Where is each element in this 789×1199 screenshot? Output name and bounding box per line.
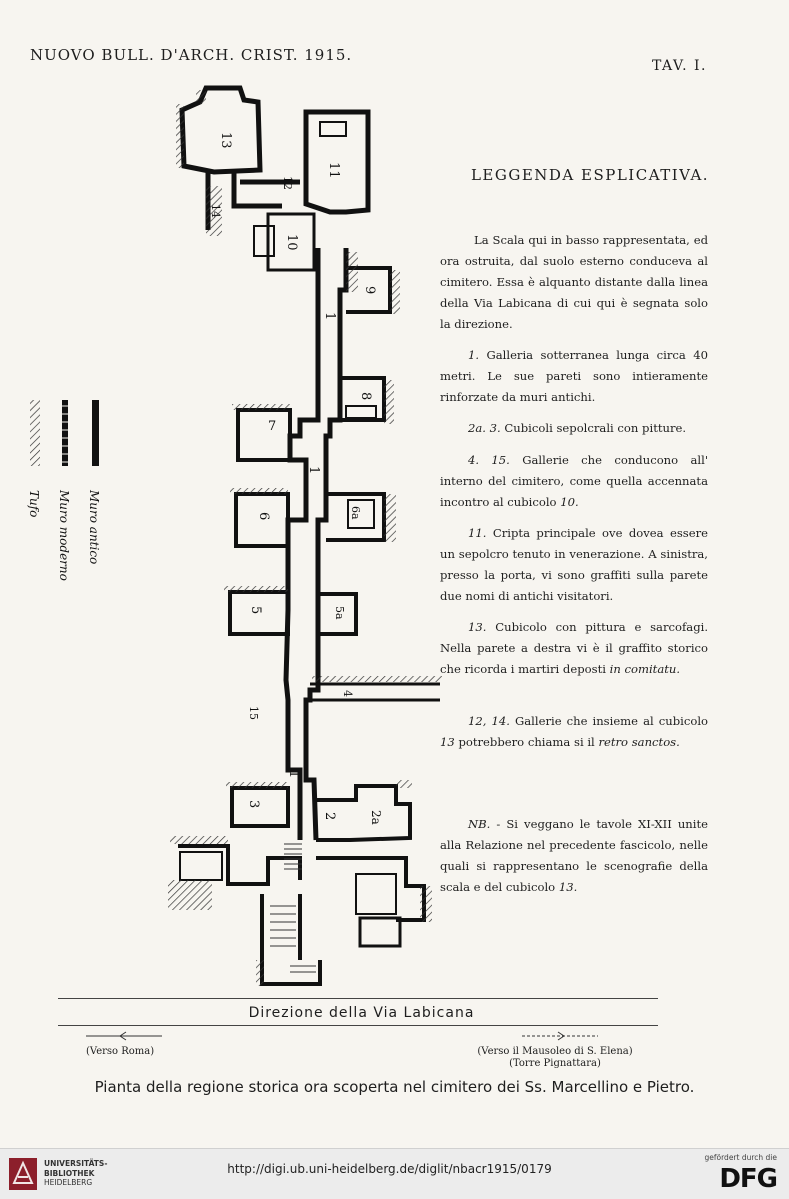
direction-top-rule: [58, 998, 658, 999]
plan-label-2: 2: [322, 812, 337, 820]
plan-label-1a: 1: [322, 312, 337, 320]
room-11-wall: [303, 109, 371, 215]
library-name: UNIVERSITÄTS- BIBLIOTHEK HEIDELBERG: [44, 1159, 108, 1187]
plan-label-5a: 5a: [333, 606, 346, 620]
plan-label-1b: 1: [306, 466, 321, 474]
catacomb-plan: 13 11 12 14 10 9 1 8 7 1 6 6a 5 5a 4 15 …: [168, 85, 442, 986]
arrow-right-icon: [522, 1031, 598, 1041]
legend-paragraph-12: 12, 14. Gallerie che insieme al cubicolo…: [440, 714, 709, 749]
plan-label-7: 7: [268, 419, 276, 434]
room-7-wall: [236, 408, 292, 462]
room-10-wall: [266, 212, 316, 272]
document-page: NUOVO BULL. D'ARCH. CRIST. 1915. TAV. I.: [27, 46, 710, 1096]
document-url[interactable]: http://digi.ub.uni-heidelberg.de/diglit/…: [227, 1162, 552, 1176]
legend-paragraph-4: 4. 15. Gallerie che conducono all' inter…: [440, 453, 709, 509]
plan-label-5: 5: [248, 606, 263, 614]
gallery-1-right-wall: [303, 248, 349, 841]
legend-paragraph-scala: La Scala qui in basso rappresentata, ed …: [440, 233, 708, 331]
staircase-wall: [260, 894, 322, 986]
lower-wall: [178, 844, 426, 922]
plan-label-3: 3: [246, 800, 261, 808]
direction-right-label: (Verso il Mausoleo di S. Elena) (Torre P…: [477, 1046, 633, 1069]
key-swatch-tufo: [30, 400, 40, 466]
plan-label-2a: 2a: [369, 810, 383, 825]
plan-label-13: 13: [218, 132, 233, 149]
footer-bar: UNIVERSITÄTS- BIBLIOTHEK HEIDELBERG http…: [0, 1148, 789, 1199]
legend-paragraph-2a: 2a. 3. Cubicoli sepolcrali con pitture.: [468, 421, 687, 435]
key-swatch-ancient: [92, 400, 99, 466]
sarcophagus: [319, 121, 347, 137]
plan-label-10: 10: [284, 234, 299, 251]
plan-label-4: 4: [341, 690, 354, 697]
university-library-logo-icon: [9, 1158, 37, 1190]
plan-label-11: 11: [326, 162, 341, 179]
plate-number: TAV. I.: [651, 58, 707, 74]
journal-header: NUOVO BULL. D'ARCH. CRIST. 1915.: [30, 46, 353, 64]
funding-label: gefördert durch die: [704, 1153, 778, 1162]
plan-label-14: 14: [209, 204, 222, 218]
plan-label-15: 15: [247, 706, 260, 720]
key-label-ancient: Muro antico: [87, 489, 101, 564]
plan-label-6a: 6a: [349, 506, 362, 520]
legend-paragraph-11: 11. Cripta principale ove dovea essere u…: [440, 526, 709, 603]
plan-label-8: 8: [358, 392, 373, 400]
arrow-left-icon: [86, 1031, 162, 1041]
wall-key: Muro antico Muro moderno Tufo: [27, 400, 101, 581]
via-labicana-direction: Direzione della Via Labicana: [248, 1005, 475, 1021]
direction-left-label: (Verso Roma): [86, 1046, 155, 1057]
legend-title: LEGGENDA ESPLICATIVA.: [470, 166, 710, 184]
plan-label-6: 6: [256, 512, 271, 520]
key-label-modern: Muro moderno: [57, 489, 71, 581]
plan-label-1c: 1: [286, 770, 301, 778]
key-label-tufo: Tufo: [27, 490, 41, 517]
dfg-logo: DFG: [719, 1164, 778, 1194]
legend-paragraph-1: 1. Galleria sotterranea lunga circa 40 m…: [440, 348, 708, 404]
room-2-wall: [314, 784, 412, 842]
plan-label-12: 12: [281, 176, 294, 190]
gallery-1-left-wall: [283, 248, 321, 840]
direction-bottom-rule: [58, 1025, 658, 1026]
gallery-4-wall: [306, 682, 440, 702]
figure-caption: Pianta della regione storica ora scopert…: [94, 1078, 695, 1096]
legend-paragraph-13: 13. Cubicolo con pittura e sarcofagi. Ne…: [440, 620, 709, 676]
room-5a-wall: [318, 592, 358, 636]
room-13-wall: [179, 85, 263, 175]
legend-paragraph-nb: NB. - Si veggano le tavole XI-XII unite …: [440, 817, 708, 894]
plan-label-9: 9: [362, 286, 377, 294]
key-swatch-modern: [62, 400, 68, 466]
